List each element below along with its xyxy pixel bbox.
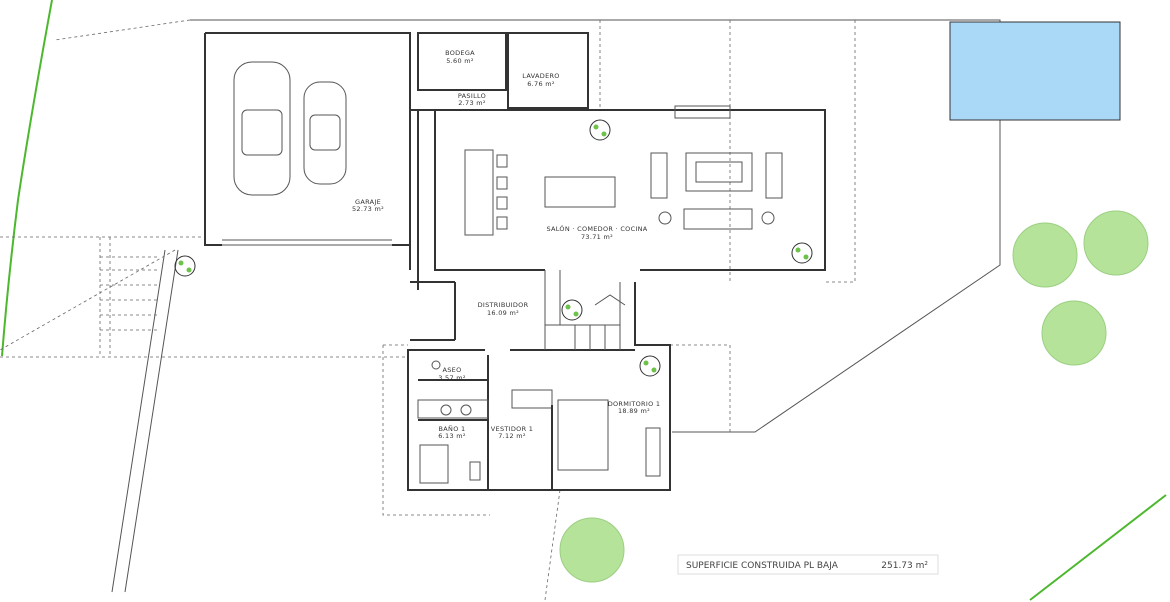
car-icon [233,61,291,196]
room-name: PASILLO [458,92,486,100]
room-name: ASEO [443,366,462,374]
plot-outline [0,19,1001,601]
room-area: 73.71 m² [581,233,613,241]
room-name: BODEGA [445,49,475,57]
room-area: 6.13 m² [438,432,466,440]
walls [204,32,826,491]
room-area: 6.76 m² [527,80,555,88]
plant-icon [589,119,611,141]
plant-icon [174,255,196,277]
plant-icon [561,299,583,321]
summary-value: 251.73 m² [881,561,928,571]
plant-icon [791,242,813,264]
tree-icon [1083,210,1149,276]
room-area: 7.12 m² [498,432,526,440]
room-name: SALÓN · COMEDOR · COCINA [546,224,647,233]
plant-icon [639,355,661,377]
tree-icon [1041,300,1107,366]
room-name: DORMITORIO 1 [608,400,661,408]
room-name: DISTRIBUIDOR [478,301,529,309]
room-area: 5.60 m² [446,57,474,65]
pool [949,21,1121,121]
furniture [464,105,783,236]
room-name: VESTIDOR 1 [491,425,533,433]
room-name: BAÑO 1 [439,424,466,433]
room-name: LAVADERO [522,72,559,80]
room-area: 16.09 m² [487,309,519,317]
site-boundary-right [1029,494,1167,601]
room-area: 18.89 m² [618,407,650,415]
site-boundary-left [1,0,53,357]
tree-icon [559,517,625,583]
summary-label: SUPERFICIE CONSTRUIDA PL BAJA [686,561,839,571]
car-icon [303,81,347,185]
room-name: GARAJE [355,198,381,206]
tree-icon [1012,222,1078,288]
surface-summary: SUPERFICIE CONSTRUIDA PL BAJA 251.73 m² [677,554,939,575]
room-area: 3.57 m² [438,374,466,382]
room-area: 2.73 m² [458,99,486,107]
room-area: 52.73 m² [352,205,384,213]
